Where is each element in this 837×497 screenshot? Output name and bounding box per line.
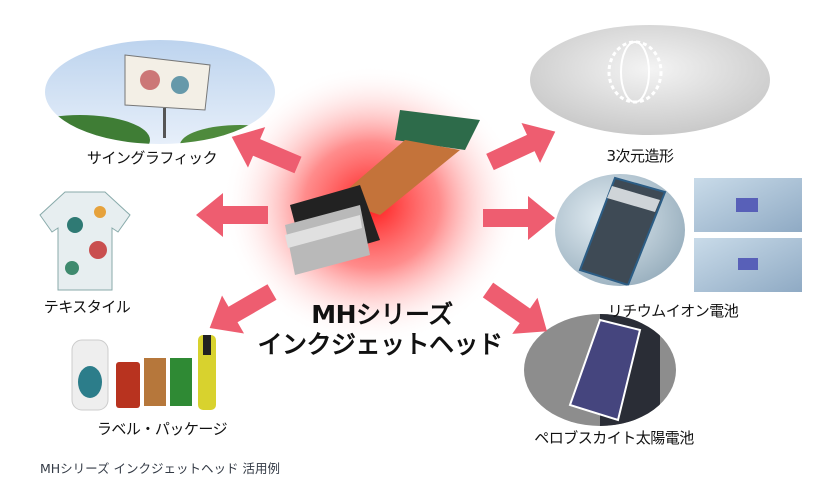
3d-lattice-image: [530, 25, 770, 135]
arrow-to-3d-printing: [486, 123, 556, 171]
label-lithium-battery: リチウムイオン電池: [607, 302, 739, 320]
label-textile: テキスタイル: [43, 298, 131, 316]
solar-film-image: [524, 314, 676, 426]
label-packaging: ラベル・パッケージ: [96, 420, 228, 438]
arrows: [196, 123, 556, 334]
drone-battery-image: [694, 238, 802, 292]
shirt-image: [39, 191, 131, 291]
arrow-to-perovskite: [482, 282, 547, 334]
title-line-2: インクジェットヘッド: [257, 330, 503, 359]
label-sign-graphics: サイングラフィック: [86, 149, 218, 167]
printhead-image: [285, 110, 480, 275]
battery-image: [555, 174, 685, 286]
arrow-to-textile: [196, 193, 268, 237]
arrow-to-lithium-battery: [483, 196, 555, 240]
car-battery-image: [694, 178, 802, 232]
label-3d-printing: 3次元造形: [606, 147, 674, 165]
arrow-to-sign-graphics: [231, 127, 302, 174]
label-perovskite-solar: ペロブスカイト太陽電池: [534, 429, 694, 447]
packaging-image: [71, 335, 216, 411]
arrow-to-packaging: [209, 284, 277, 334]
figure-caption: MHシリーズ インクジェットヘッド 活用例: [40, 461, 281, 476]
title-line-1: MHシリーズ: [311, 300, 453, 329]
